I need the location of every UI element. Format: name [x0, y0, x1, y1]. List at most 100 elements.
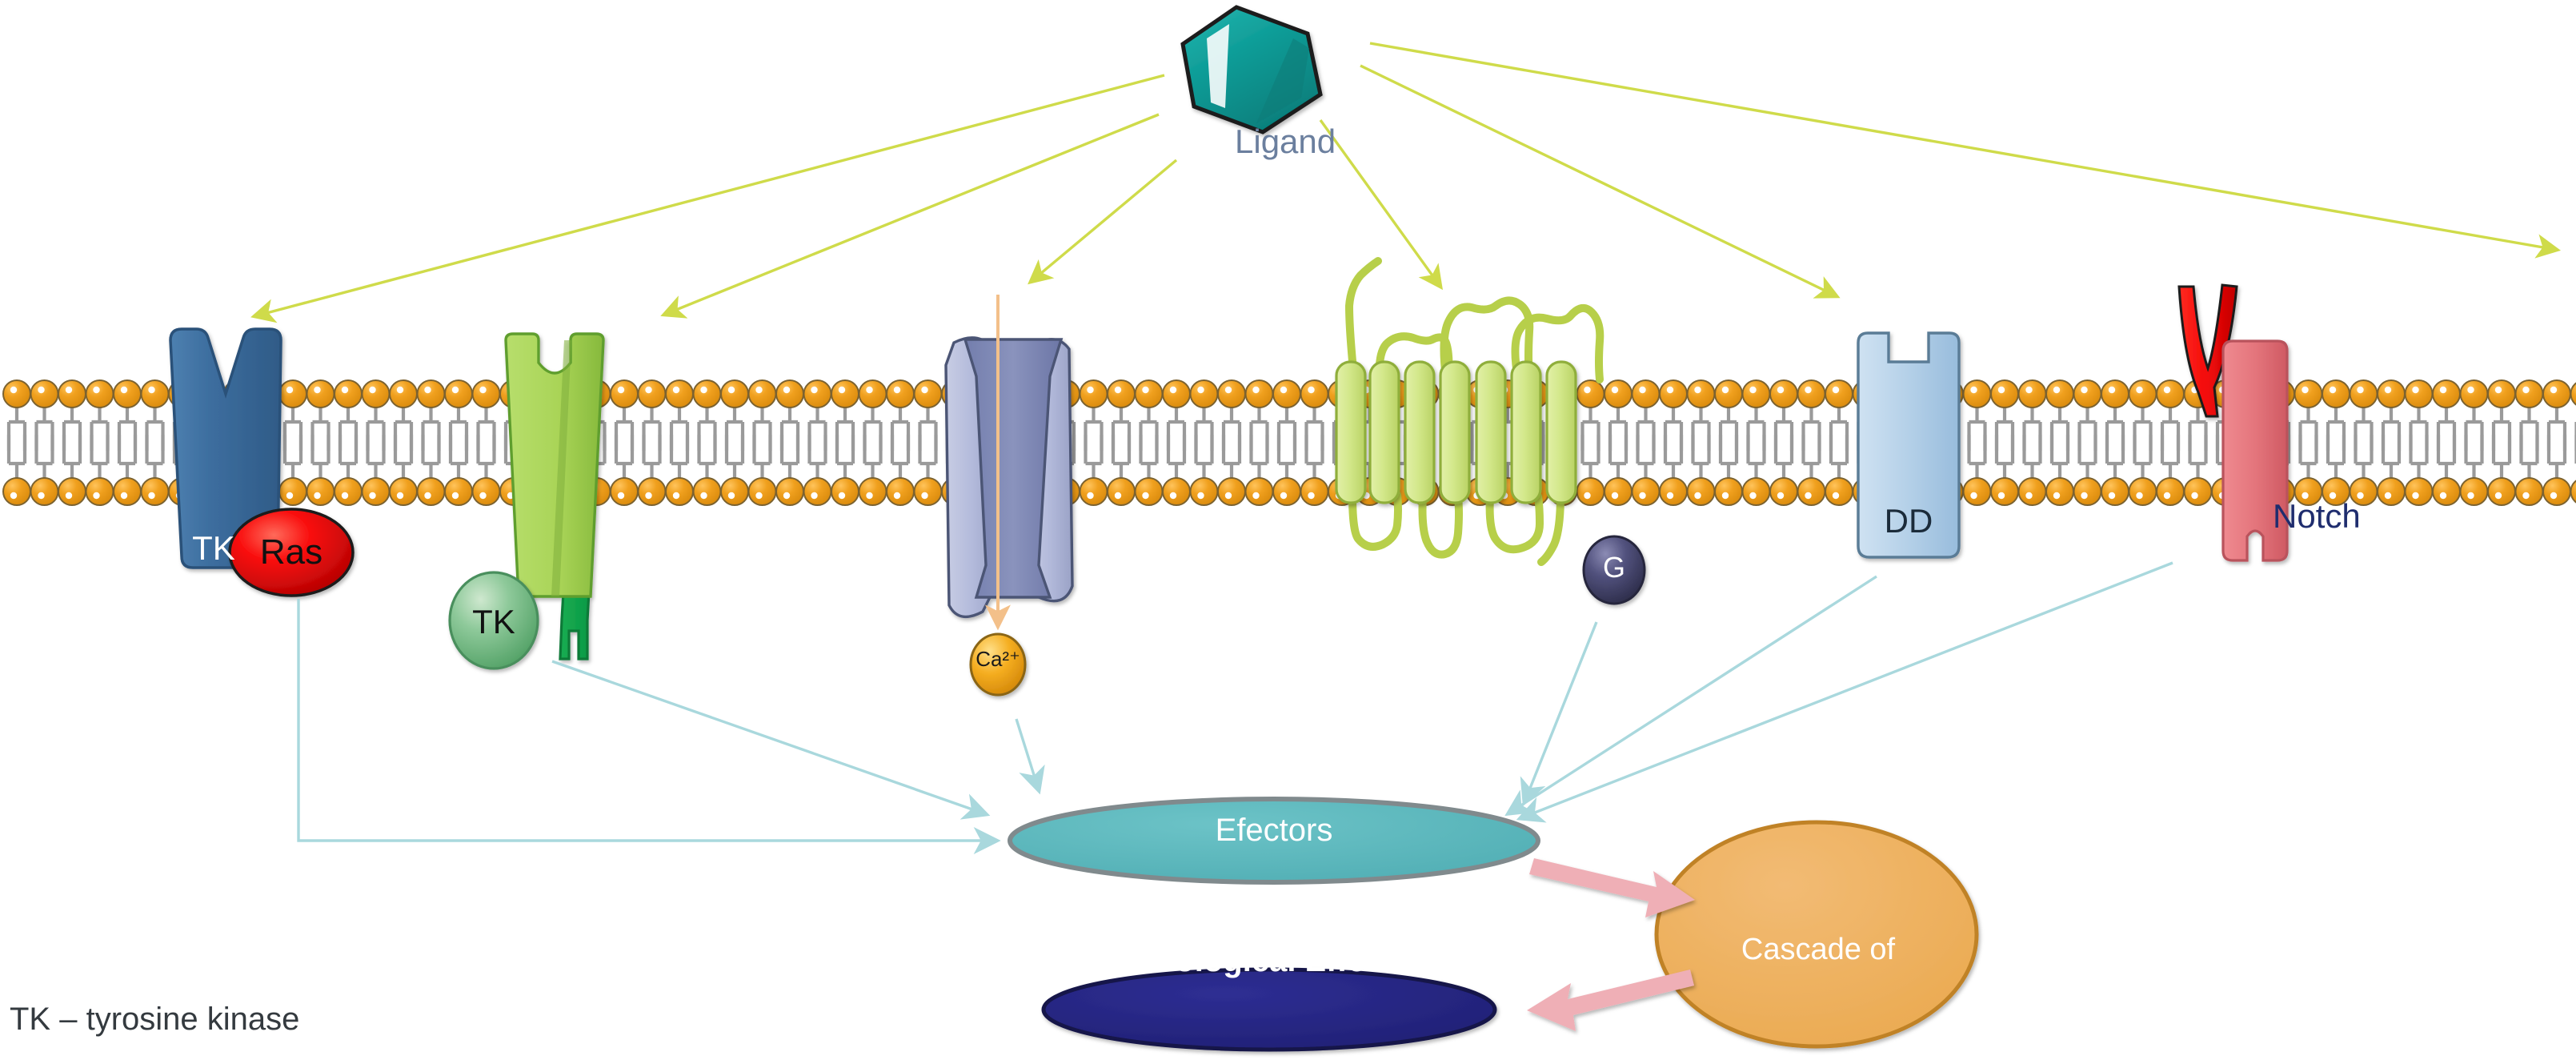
lipid-head-highlight [755, 492, 763, 500]
lipid-head-highlight [1169, 386, 1177, 394]
lipid-tail-lower [1746, 435, 1766, 478]
lipid-head-highlight [65, 492, 73, 500]
lipid-head-lower [1134, 477, 1164, 506]
efectors-ellipse[interactable] [1008, 797, 1540, 885]
lipid-head-upper [2, 379, 31, 408]
lipid-head-highlight [1997, 386, 2005, 394]
lipid-tail-lower [2077, 435, 2097, 478]
lipid-head-highlight [1639, 492, 1646, 500]
lipid-head-upper [1769, 379, 1798, 408]
lipid-head-highlight [2302, 492, 2309, 500]
lipid-head-highlight [1308, 492, 1315, 500]
lipid-head-highlight [811, 492, 818, 500]
lipid-tail-upper [448, 408, 469, 451]
gpcr-loop-i2 [1418, 492, 1463, 559]
receptor-tyrosine-kinase [169, 327, 282, 569]
lipid-head-highlight [1805, 492, 1812, 500]
lipid-tail-lower [779, 435, 800, 478]
lipid-tail-lower [1194, 435, 1214, 478]
lipid-tail-upper [338, 408, 359, 451]
plasma-membrane [2, 379, 2576, 506]
cascade-ellipse[interactable] [1654, 820, 1979, 1049]
notch-receptor [2177, 283, 2289, 562]
lipid-head-upper [2514, 379, 2544, 408]
lipid-head-upper [1962, 379, 1992, 408]
dd-label: DD [1884, 502, 1933, 540]
lipid-tail-upper [1773, 408, 1794, 451]
lipid-head-lower [1079, 477, 1108, 506]
calcium-to-effectors-arrow [1015, 718, 1045, 795]
lipid-tail-lower [1718, 435, 1739, 478]
lipid-head-upper [113, 379, 142, 408]
lipid-head-lower [2017, 477, 2047, 506]
lipid-head-lower [1631, 477, 1661, 506]
lipid-head-lower [2404, 477, 2434, 506]
gpcr-helix-3 [1404, 360, 1436, 504]
lipid-head-upper [444, 379, 473, 408]
lipid-tail-lower [448, 435, 469, 478]
lipid-head-lower [747, 477, 777, 506]
lipid-tail-upper [1746, 408, 1766, 451]
lipid-tail-upper [62, 408, 82, 451]
lipid-head-highlight [1280, 492, 1288, 500]
lipid-head-highlight [286, 386, 294, 394]
lipid-head-lower [2183, 477, 2213, 506]
notch-delta-ligand [2177, 283, 2238, 418]
lipid-head-lower [1825, 477, 1853, 506]
lipid-head-highlight [783, 386, 791, 394]
lipid-tail-upper [1221, 408, 1242, 451]
lipid-tail-upper [2160, 408, 2181, 451]
lipid-tail-lower [1773, 435, 1794, 478]
lipid-head-lower [1659, 477, 1688, 506]
lipid-head-lower [2542, 477, 2571, 506]
lipid-tail-lower [697, 435, 717, 478]
lipid-head-highlight [1224, 492, 1232, 500]
lipid-head-highlight [2384, 386, 2392, 394]
lipid-head-highlight [1832, 492, 1840, 500]
lipid-head-highlight [2357, 386, 2364, 394]
lipid-head-highlight [866, 492, 873, 500]
lipid-head-highlight [1970, 386, 1977, 394]
lipid-head-highlight [727, 492, 735, 500]
lipid-tail-upper [310, 408, 331, 451]
g-protein-label: G [1602, 551, 1625, 584]
lipid-tail-lower [393, 435, 414, 478]
gpcr-n-terminus [1345, 257, 1382, 382]
ligand-arrow-to-channel [1028, 159, 1178, 285]
lipid-head-upper [30, 379, 59, 408]
efectors-node[interactable] [1008, 797, 1540, 885]
lipid-head-upper [85, 379, 114, 408]
lipid-head-highlight [2136, 386, 2143, 394]
lipid-head-lower [30, 477, 59, 506]
gpcr-loop-e2 [1440, 296, 1534, 382]
lipid-head-lower [2, 477, 31, 506]
lipid-head-highlight [1832, 386, 1840, 394]
lipid-head-highlight [1114, 386, 1122, 394]
lipid-head-lower [692, 477, 722, 506]
g-protein-body [1582, 535, 1646, 605]
lipid-head-highlight [838, 386, 846, 394]
lipid-head-lower [1686, 477, 1716, 506]
lipid-tail-upper [779, 408, 800, 451]
lipid-head-upper [1604, 379, 1633, 408]
death-domain-receptor [1857, 331, 1961, 559]
lipid-head-lower [775, 477, 804, 506]
legend-line-tk: TK – tyrosine kinase [10, 1002, 300, 1038]
lipid-tail-upper [1139, 408, 1159, 451]
cascade-node[interactable] [1654, 820, 1979, 1049]
lipid-head-highlight [1805, 386, 1812, 394]
lipid-head-upper [2459, 379, 2489, 408]
lipid-tail-lower [669, 435, 690, 478]
lipid-head-highlight [1584, 492, 1591, 500]
lipid-tail-upper [2188, 408, 2208, 451]
lipid-head-lower [1769, 477, 1798, 506]
lipid-tail-upper [476, 408, 496, 451]
lipid-head-upper [747, 379, 777, 408]
biological-effect-ellipse[interactable] [1041, 967, 1497, 1052]
biological-effect-node[interactable] [1041, 967, 1497, 1052]
lipid-head-lower [831, 477, 859, 506]
lipid-tail-upper [2298, 408, 2318, 451]
lipid-head-highlight [424, 492, 431, 500]
lipid-head-highlight [2302, 386, 2309, 394]
lipid-head-highlight [396, 386, 404, 394]
